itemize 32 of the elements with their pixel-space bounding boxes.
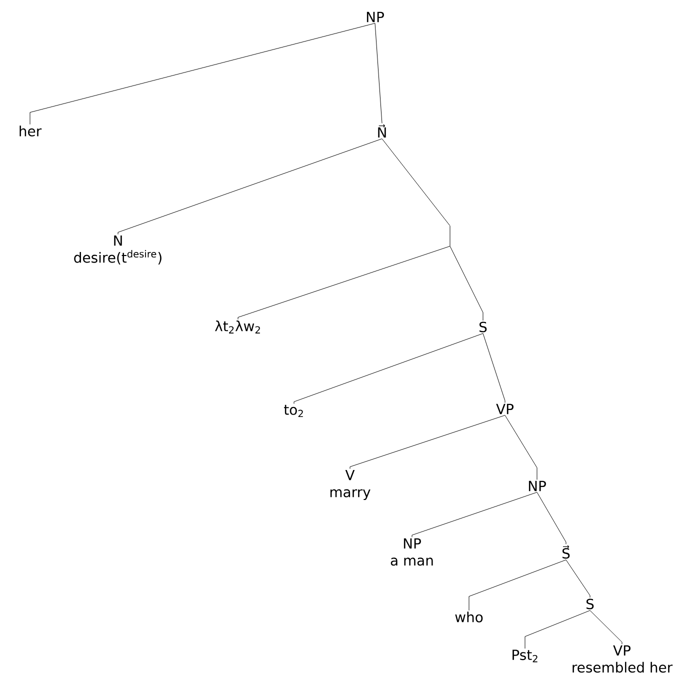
tree-branch bbox=[382, 138, 450, 226]
tree-label: S⃗ bbox=[562, 545, 570, 559]
tree-label-with-word: NP a man bbox=[390, 538, 433, 566]
tree-label: S bbox=[480, 322, 487, 332]
tree-label: who bbox=[455, 612, 483, 622]
tree-label-with-word: V marry bbox=[330, 470, 370, 500]
tree-branch bbox=[590, 610, 622, 644]
tree-branch bbox=[566, 560, 590, 598]
tree-branch bbox=[294, 333, 484, 404]
tree-branch bbox=[374, 23, 382, 124]
tree-label-with-word: N desire(t$^{desire}$) bbox=[74, 236, 162, 264]
tree-label: Pst$_{2}$ bbox=[512, 650, 538, 662]
tree-label: NP bbox=[366, 12, 384, 22]
tree-label: λt$_{2}$λw$_{2}$ bbox=[215, 320, 260, 334]
tree-branch bbox=[450, 246, 484, 321]
tree-label-with-word: VP resembled her bbox=[572, 645, 673, 673]
tree-label: her bbox=[20, 126, 42, 136]
tree-branch bbox=[412, 492, 538, 538]
tree-branch bbox=[482, 333, 506, 403]
tree-label: NP bbox=[528, 480, 546, 492]
tree-branch bbox=[118, 138, 382, 235]
tree-label: to$_{2}$ bbox=[284, 404, 303, 418]
tree-label: S bbox=[586, 598, 594, 610]
tree-branch bbox=[536, 492, 566, 544]
tree-branch bbox=[238, 246, 450, 320]
tree-branch bbox=[524, 610, 590, 649]
tree-branch bbox=[468, 560, 566, 611]
tree-branch bbox=[350, 415, 506, 470]
tree-branch bbox=[504, 415, 538, 480]
tree-label: N⃗ bbox=[378, 124, 386, 138]
tree-branch bbox=[30, 23, 376, 125]
tree-label: VP bbox=[496, 404, 514, 414]
